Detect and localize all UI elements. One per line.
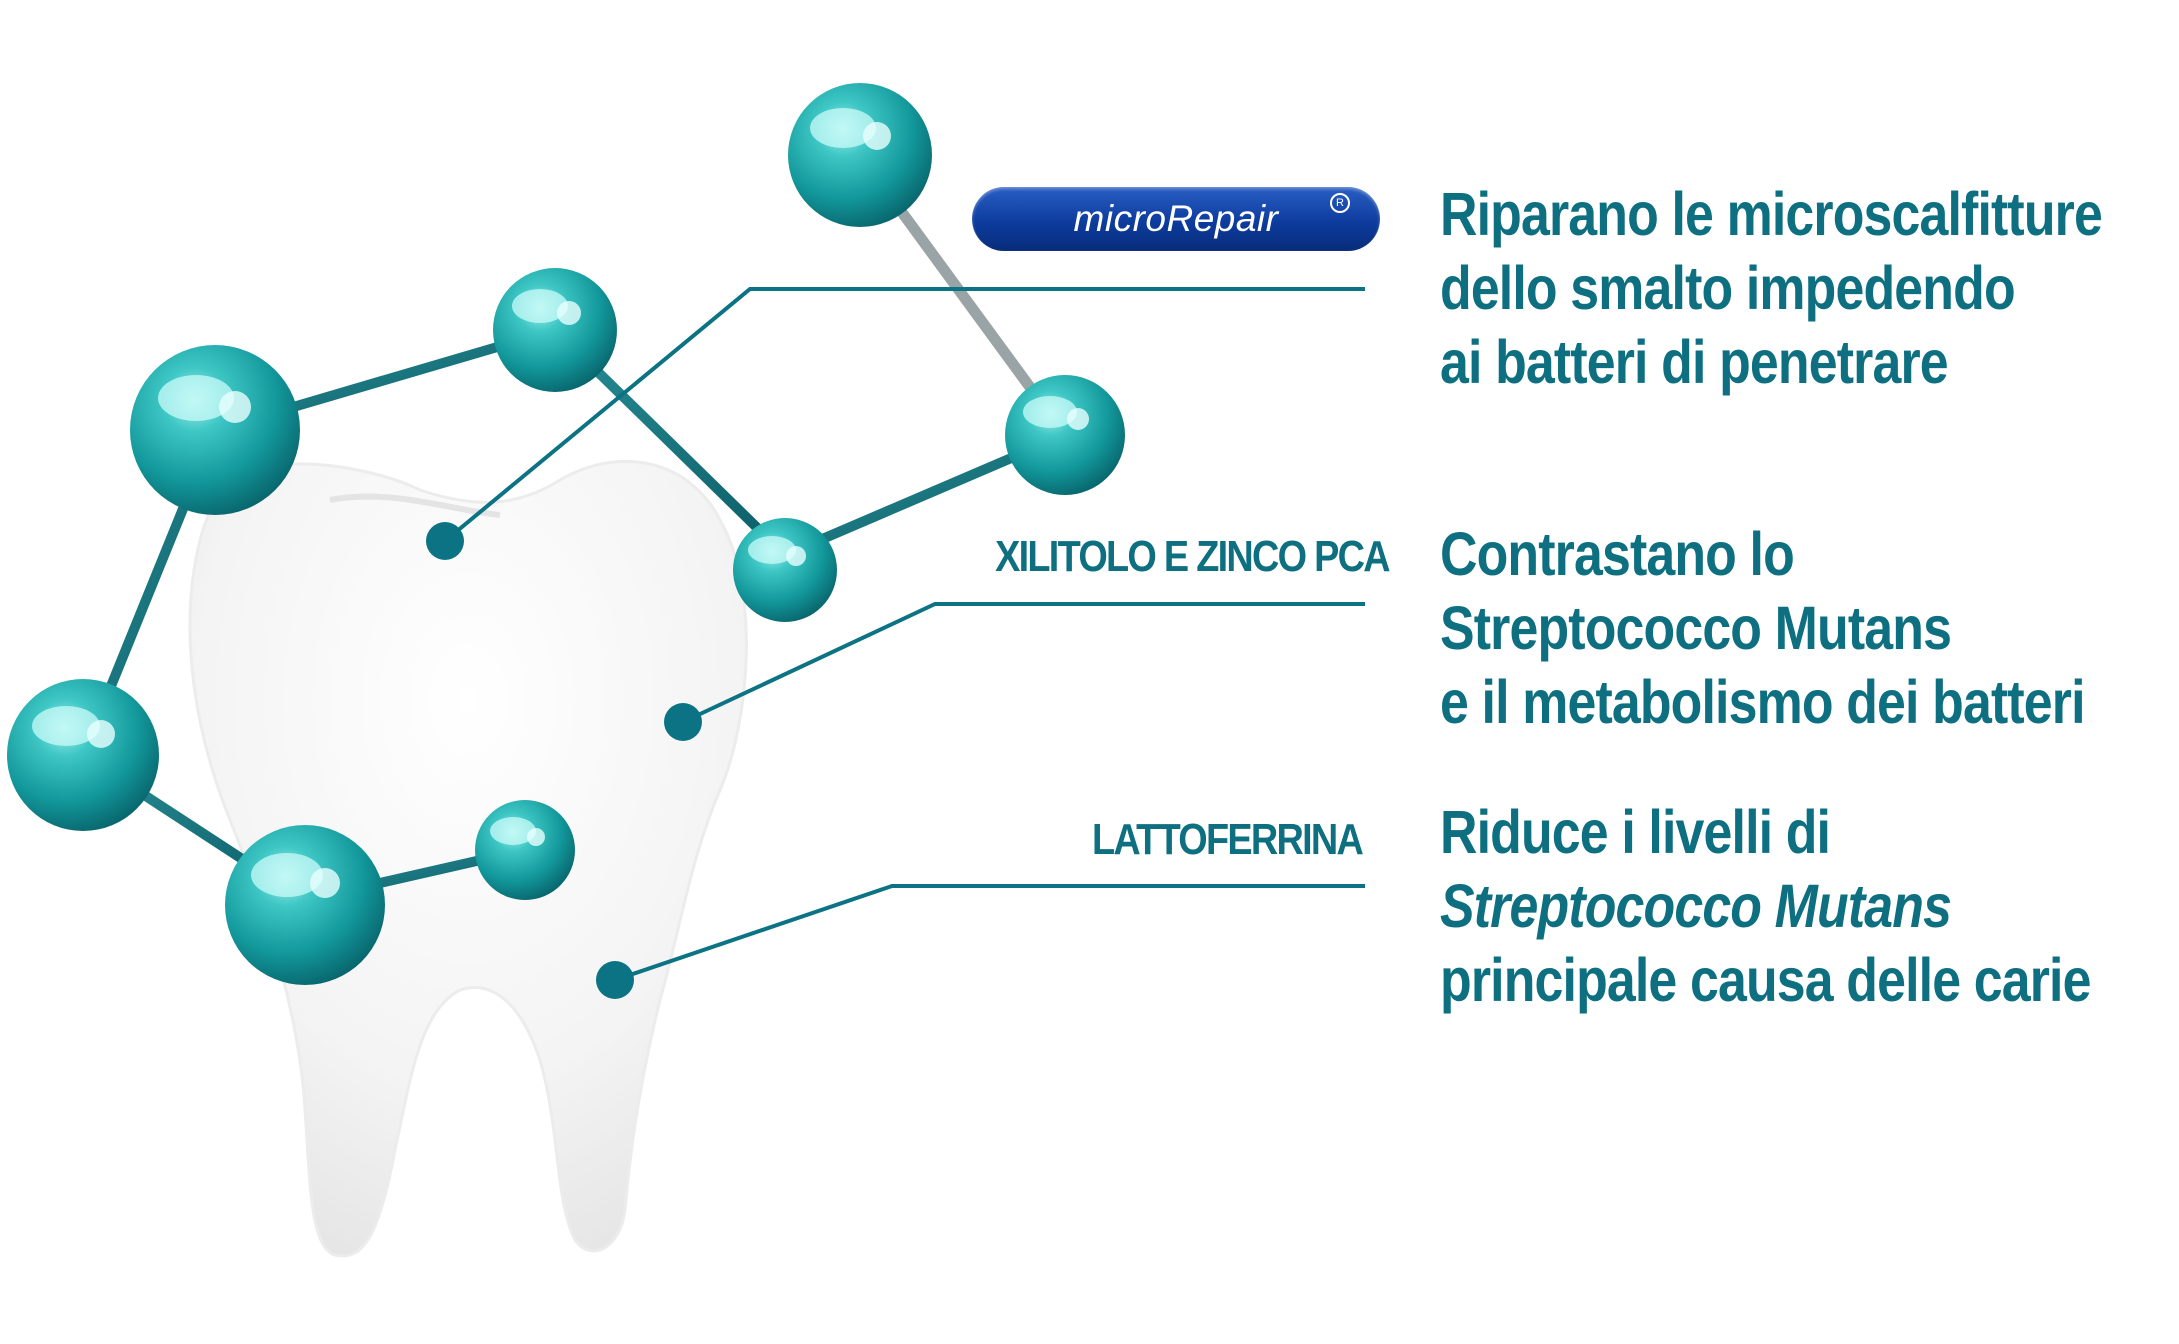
- molecule-atom: [225, 825, 385, 985]
- description-line: e il metabolismo dei batteri: [1440, 668, 2086, 736]
- description-line: Riduce i livelli di: [1440, 798, 1831, 866]
- leader-dots: [426, 522, 702, 999]
- label-xilitolo: XILITOLO E ZINCO PCA: [995, 532, 1391, 581]
- description-line: principale causa delle carie: [1440, 946, 2091, 1014]
- description-line: Contrastano lo: [1440, 520, 1795, 588]
- leader-dot-lattoferrina: [596, 961, 634, 999]
- registered-mark: R: [1330, 193, 1350, 213]
- molecule-atom: [475, 800, 575, 900]
- molecule-atoms: [7, 83, 1125, 985]
- leader-line-xilitolo: [682, 602, 1365, 724]
- molecule-atom: [733, 518, 837, 622]
- microrepair-badge-text: microRepair: [1073, 198, 1279, 239]
- molecule-atom: [7, 679, 159, 831]
- molecule-atom: [1005, 375, 1125, 495]
- description-line-italic: Streptococco Mutans: [1440, 872, 1952, 940]
- label-lattoferrina: LATTOFERRINA: [1091, 815, 1364, 864]
- leader-line-microrepair: [443, 287, 1365, 543]
- molecule-atom: [788, 83, 932, 227]
- leader-line-lattoferrina: [614, 884, 1365, 982]
- molecule-atom: [493, 268, 617, 392]
- description-xilitolo: Contrastano lo Streptococco Mutans e il …: [1440, 517, 2086, 739]
- molecule-atom: [130, 345, 300, 515]
- description-microrepair: Riparano le microscalfitture dello smalt…: [1440, 177, 2103, 399]
- description-line: dello smalto impedendo: [1440, 254, 2016, 322]
- leader-lines: [443, 287, 1365, 982]
- description-lattoferrina: Riduce i livelli di Streptococco Mutans …: [1440, 795, 2091, 1017]
- leader-dot-xilitolo: [664, 703, 702, 741]
- leader-dot-microrepair: [426, 522, 464, 560]
- description-line: ai batteri di penetrare: [1440, 328, 1949, 396]
- description-line: Riparano le microscalfitture: [1440, 180, 2103, 248]
- description-line: Streptococco Mutans: [1440, 594, 1952, 662]
- microrepair-badge: microRepair R: [972, 187, 1380, 251]
